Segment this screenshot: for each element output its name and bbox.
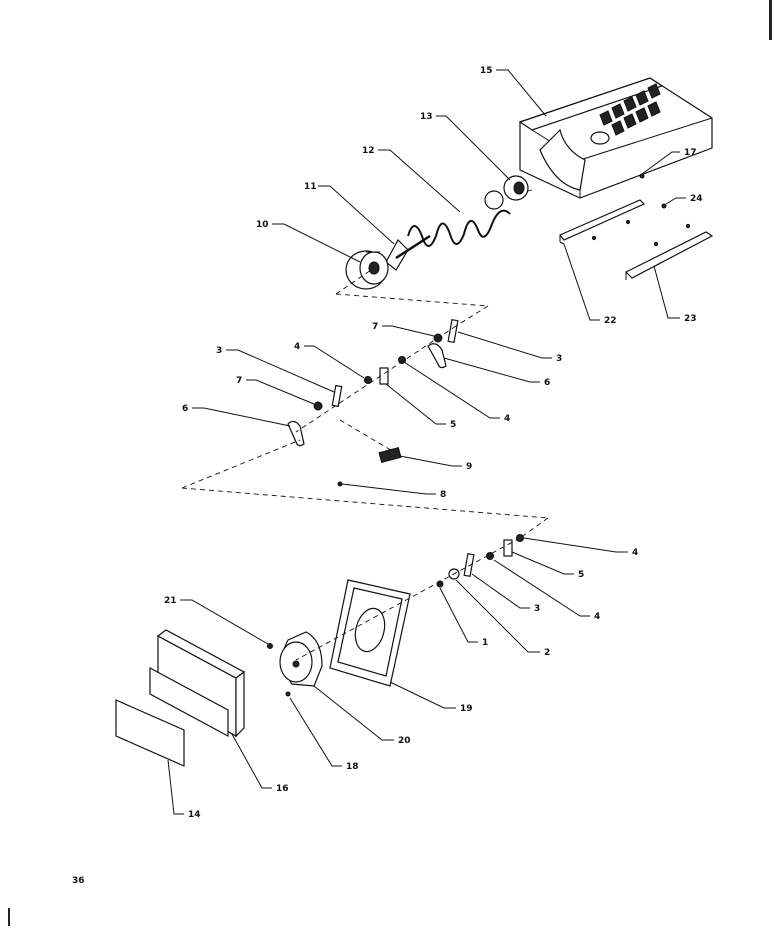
blade-part-5-lower (503, 539, 513, 557)
blade-part-5-upper (379, 367, 389, 385)
bushing-part-13 (503, 175, 529, 201)
spacer-part-4-b (364, 376, 372, 384)
gasket-plate-part-19 (329, 579, 411, 687)
spacer-part-4-a (398, 356, 406, 364)
screws-part-17-24 (591, 173, 691, 247)
auger-spring-part-12 (407, 190, 511, 247)
callout-5-mid: 5 (450, 420, 456, 430)
callout-3-lower: 3 (534, 604, 540, 614)
callout-15: 15 (480, 66, 493, 76)
callout-4-c: 4 (632, 548, 638, 558)
callout-6-left: 6 (182, 404, 188, 414)
pin-part-8 (337, 481, 343, 487)
callout-3-left: 3 (216, 346, 222, 356)
motor-housing-part-20 (279, 631, 323, 687)
screw-part-21 (267, 643, 273, 649)
spacer-part-7-lower (313, 401, 323, 411)
callout-19: 19 (460, 704, 473, 714)
callout-4-b: 4 (504, 414, 510, 424)
callout-7-left: 7 (236, 376, 242, 386)
slide-rail-part-22 (559, 199, 646, 245)
callout-24: 24 (690, 194, 703, 204)
callout-5-lower: 5 (578, 570, 584, 580)
callout-10: 10 (256, 220, 269, 230)
callout-23: 23 (684, 314, 697, 324)
blade-part-3-lower (463, 552, 475, 578)
callout-leaders (167, 69, 686, 815)
panel-part-14 (115, 699, 185, 767)
callout-4-d: 4 (594, 612, 600, 622)
callout-13: 13 (420, 112, 433, 122)
crusher-arm-part-6-upper (427, 343, 447, 369)
cover-box-part-16 (149, 629, 246, 738)
callout-22: 22 (604, 316, 617, 326)
ice-bucket-part-15 (518, 77, 713, 199)
callout-11: 11 (304, 182, 317, 192)
callout-3-upper-right: 3 (556, 354, 562, 364)
agitator-part-11 (385, 234, 431, 271)
screw-part-18 (285, 691, 291, 697)
callout-4-a: 4 (294, 342, 300, 352)
scan-edge-mark-left (8, 908, 10, 926)
scan-edge-mark-right (769, 0, 772, 40)
assembly-lines (181, 189, 549, 661)
callout-20: 20 (398, 736, 411, 746)
callout-labels: 15 13 12 11 10 17 24 22 23 7 3 3 4 6 7 4… (164, 66, 703, 820)
callout-12: 12 (362, 146, 375, 156)
callout-6-upper-right: 6 (544, 378, 550, 388)
crusher-blade-part-3-mid (331, 384, 343, 408)
callout-17: 17 (684, 148, 697, 158)
callout-7-upper: 7 (372, 322, 378, 332)
crusher-blade-part-3-upper (447, 318, 459, 344)
callout-1: 1 (482, 638, 488, 648)
callout-21: 21 (164, 596, 177, 606)
callout-18: 18 (346, 762, 359, 772)
callout-14: 14 (188, 810, 201, 820)
slide-rail-part-23 (624, 231, 714, 280)
callout-9: 9 (466, 462, 472, 472)
callout-8: 8 (440, 490, 446, 500)
shaft-part-9 (378, 446, 402, 464)
callout-2: 2 (544, 648, 550, 658)
callout-16: 16 (276, 784, 289, 794)
crusher-arm-part-6-lower (287, 420, 305, 447)
page-number: 36 (72, 876, 85, 886)
